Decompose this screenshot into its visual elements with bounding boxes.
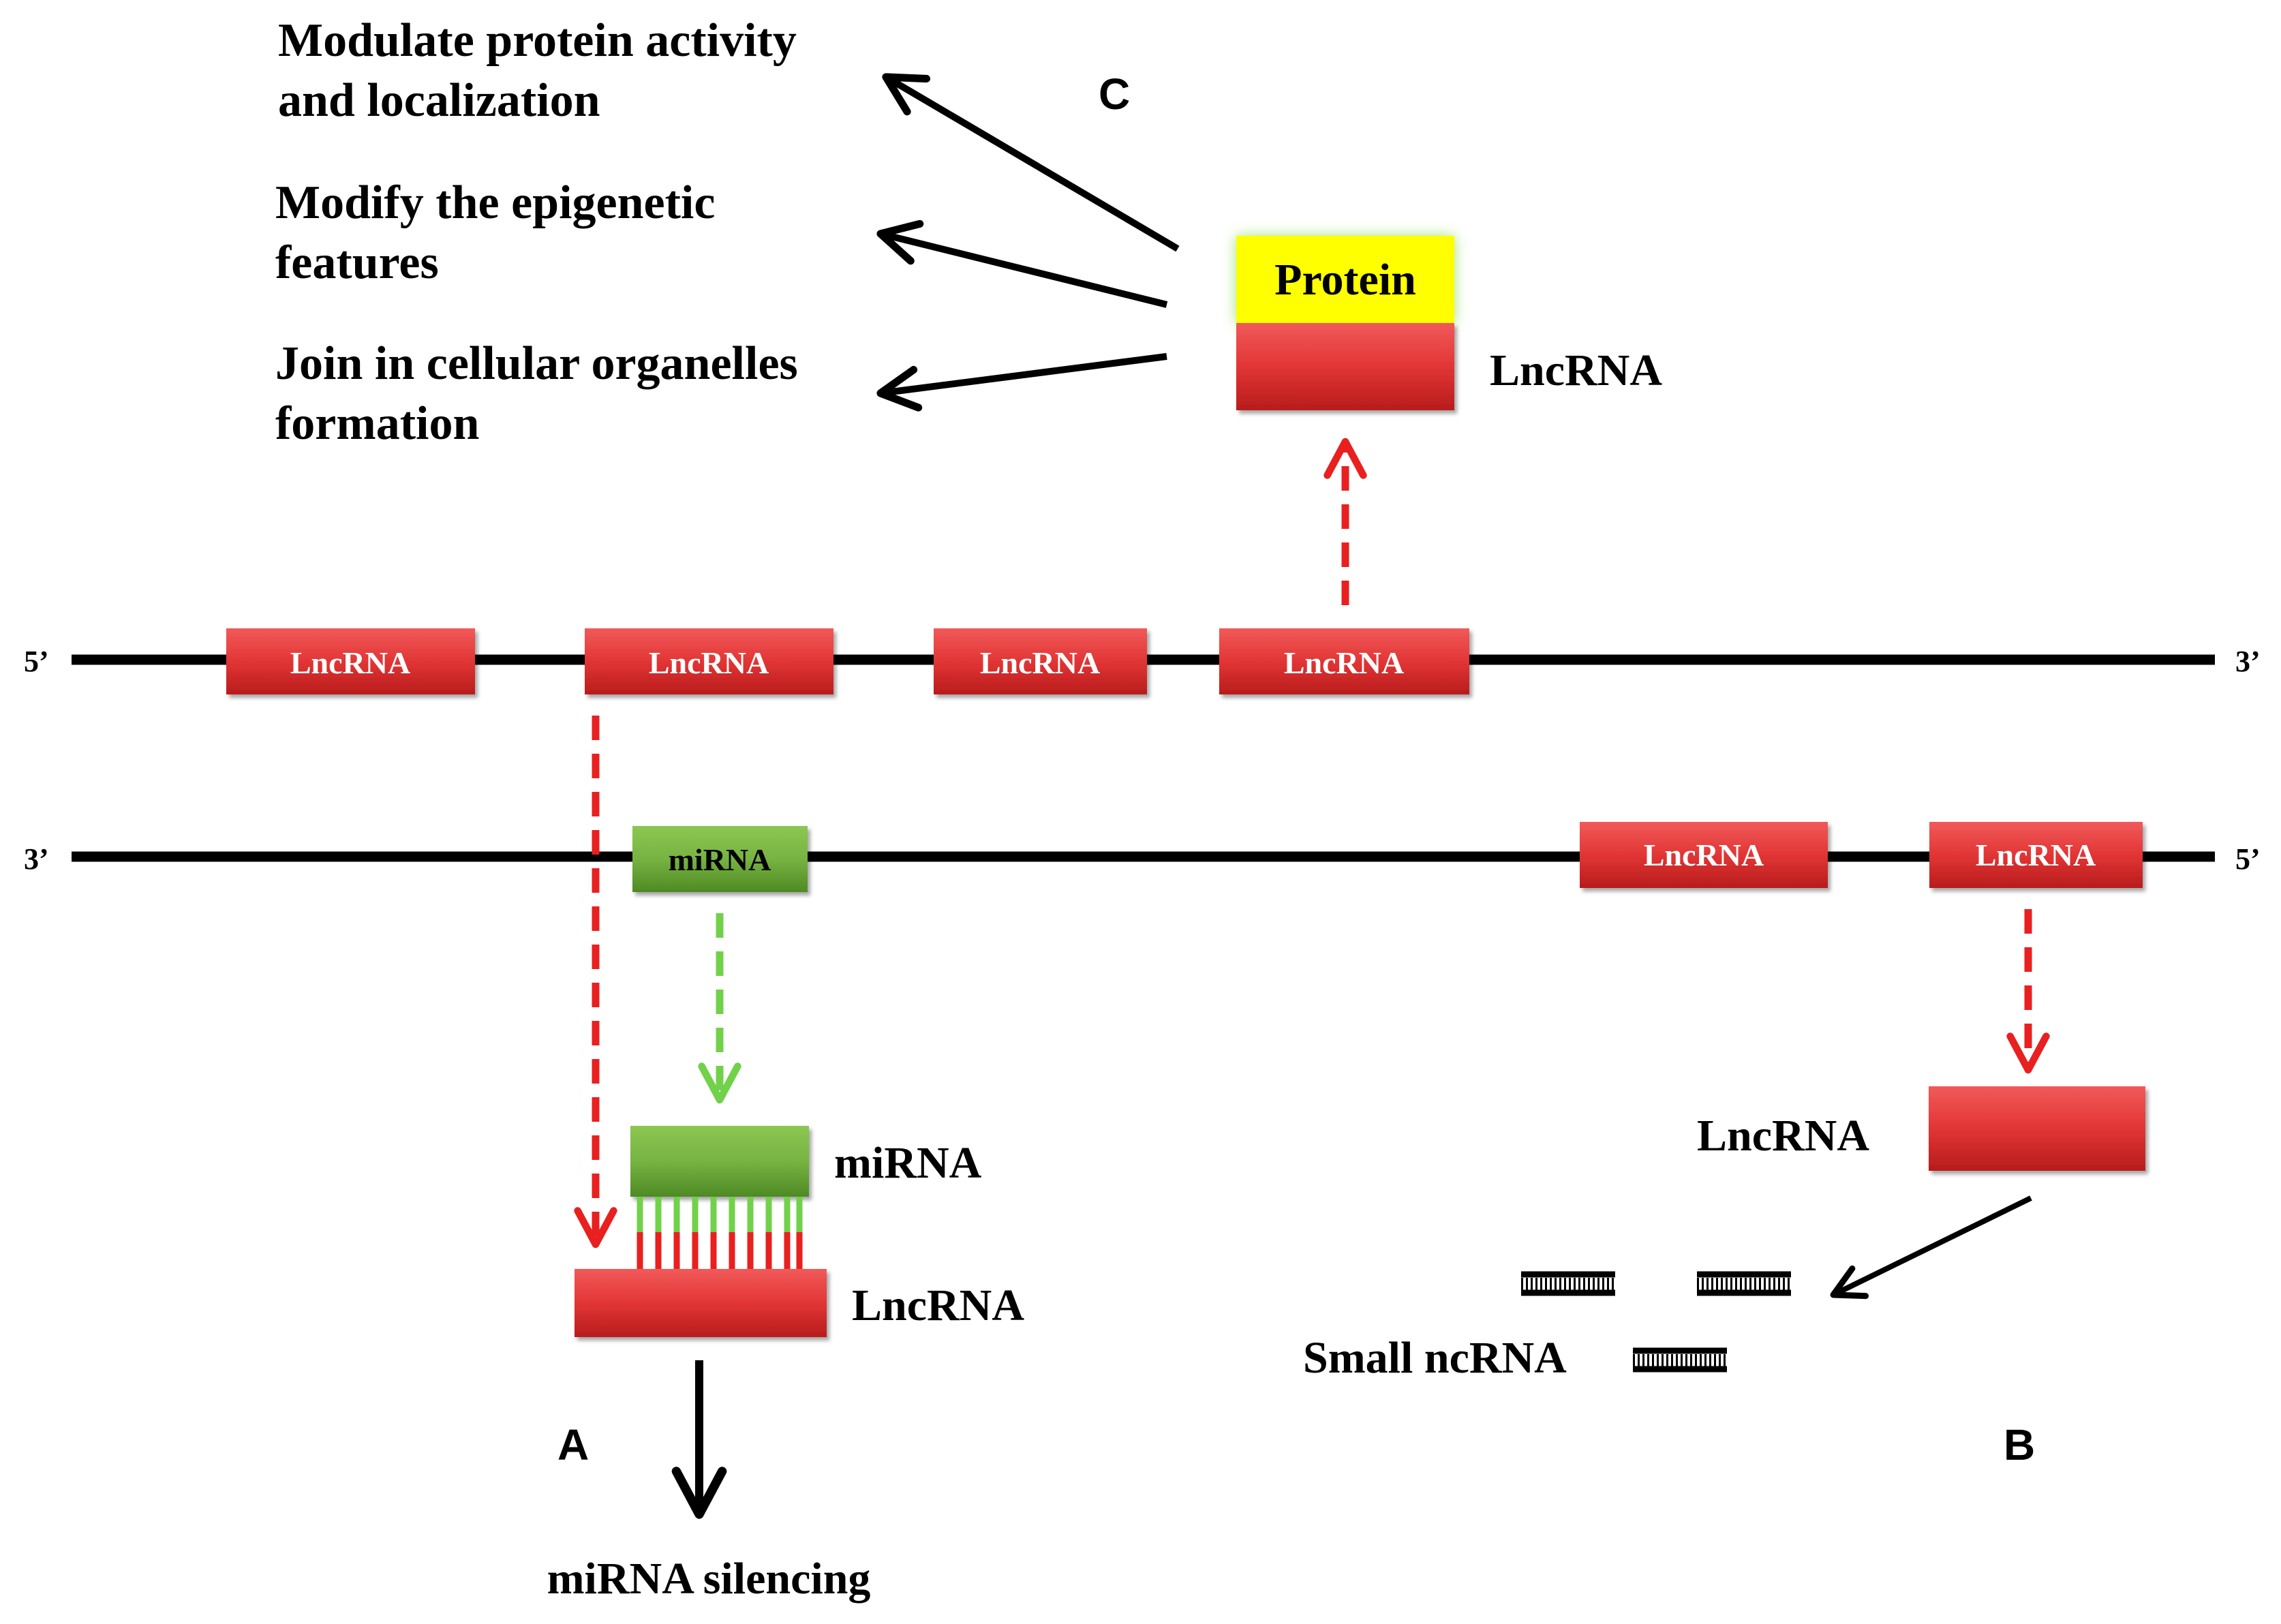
bottom-lncrna-box-2: LncRNA <box>1929 822 2143 888</box>
small-ncrna-fragment-1 <box>1521 1271 1615 1296</box>
duplex-lncrna-box <box>575 1269 827 1337</box>
function-1-line-1: Modulate protein activity <box>278 14 797 67</box>
complex-lncrna-label: LncRNA <box>1490 346 1662 395</box>
top-strand-right-end: 3’ <box>2235 645 2261 678</box>
complex-lncrna-box <box>1236 323 1454 410</box>
panel-b-letter: B <box>2004 1420 2035 1469</box>
bottom-lncrna-box-2-label: LncRNA <box>1976 838 2096 872</box>
arrow-function-3 <box>876 353 1167 412</box>
small-ncrna-label: Small ncRNA <box>1303 1333 1567 1383</box>
top-lncrna-box-1-label: LncRNA <box>290 645 410 680</box>
function-2-line-2: features <box>275 236 439 289</box>
duplex-lncrna-label: LncRNA <box>852 1281 1024 1330</box>
small-ncrna-fragment-2 <box>1697 1271 1791 1296</box>
function-3-line-2: formation <box>275 397 479 450</box>
bottom-mirna-box-label: miRNA <box>669 842 771 877</box>
base-pairing-lines <box>637 1197 803 1269</box>
panel-a-letter: A <box>557 1420 589 1469</box>
top-lncrna-box-3-label: LncRNA <box>980 645 1100 680</box>
bottom-strand-right-end: 5’ <box>2235 842 2261 876</box>
bottom-strand: 3’ 5’ <box>24 842 2261 876</box>
protein-lncrna-complex: Protein <box>1236 236 1454 410</box>
processed-lncrna-box <box>1929 1086 2145 1171</box>
function-2: Modify the epigenetic features <box>275 177 715 289</box>
top-lncrna-box-3: LncRNA <box>934 628 1147 694</box>
panel-c-letter: C <box>1099 70 1130 119</box>
top-lncrna-box-2-label: LncRNA <box>649 645 769 680</box>
mirna-silencing-label: miRNA silencing <box>547 1554 871 1604</box>
function-1-line-2: and localization <box>278 74 600 127</box>
arrow-function-1 <box>882 73 1180 252</box>
bottom-lncrna-box-1: LncRNA <box>1580 822 1828 888</box>
processed-lncrna-label: LncRNA <box>1697 1111 1869 1161</box>
mirna-lncrna-duplex <box>575 1126 827 1337</box>
protein-label: Protein <box>1274 255 1416 305</box>
function-3-line-1: Join in cellular organelles <box>275 337 798 390</box>
function-1: Modulate protein activity and localizati… <box>278 14 797 127</box>
bottom-strand-left-end: 3’ <box>24 842 49 876</box>
duplex-mirna-label: miRNA <box>834 1138 982 1188</box>
small-ncrna-fragment-3 <box>1633 1347 1727 1373</box>
function-2-line-1: Modify the epigenetic <box>275 177 715 229</box>
function-3: Join in cellular organelles formation <box>275 337 798 450</box>
arrow-to-small-ncrna <box>1830 1195 2032 1300</box>
protein-box <box>1236 236 1454 323</box>
bottom-lncrna-box-1-label: LncRNA <box>1644 838 1764 872</box>
duplex-mirna-box <box>630 1126 809 1197</box>
bottom-mirna-box: miRNA <box>632 826 808 892</box>
top-lncrna-box-1: LncRNA <box>226 628 475 694</box>
top-strand-left-end: 5’ <box>24 645 49 678</box>
arrow-function-2 <box>876 219 1168 308</box>
top-lncrna-box-4-label: LncRNA <box>1284 645 1404 680</box>
top-lncrna-box-4: LncRNA <box>1219 628 1469 694</box>
top-lncrna-box-2: LncRNA <box>585 628 833 694</box>
